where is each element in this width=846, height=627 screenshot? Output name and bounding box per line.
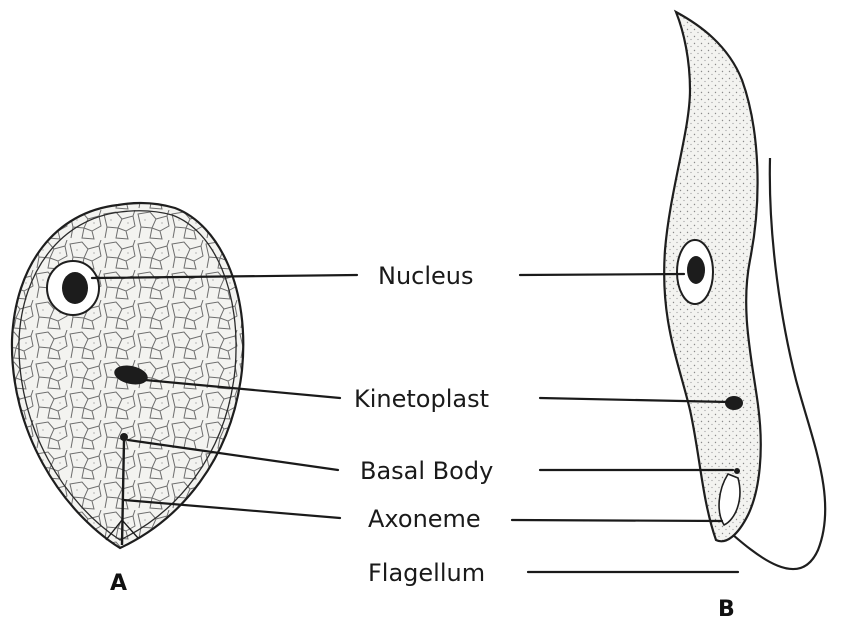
amastigote-cell-a: A (12, 203, 243, 596)
label-flagellum: Flagellum (368, 559, 485, 587)
structure-labels: Nucleus Kinetoplast Basal Body Axoneme F… (354, 262, 493, 587)
cell-a-basal-body (120, 433, 128, 441)
label-nucleus: Nucleus (378, 262, 474, 290)
leader-nucleus-b (520, 274, 684, 275)
promastigote-cell-b: B (664, 12, 825, 622)
label-kinetoplast: Kinetoplast (354, 385, 489, 413)
panel-label-b: B (718, 597, 735, 622)
cell-a-nucleus (62, 272, 88, 304)
leader-axoneme-b (512, 520, 722, 521)
label-axoneme: Axoneme (368, 505, 481, 533)
cell-b-nucleus (687, 256, 705, 284)
label-basal-body: Basal Body (360, 457, 493, 485)
cell-b-basal-body (734, 468, 740, 474)
panel-label-a: A (110, 571, 127, 596)
